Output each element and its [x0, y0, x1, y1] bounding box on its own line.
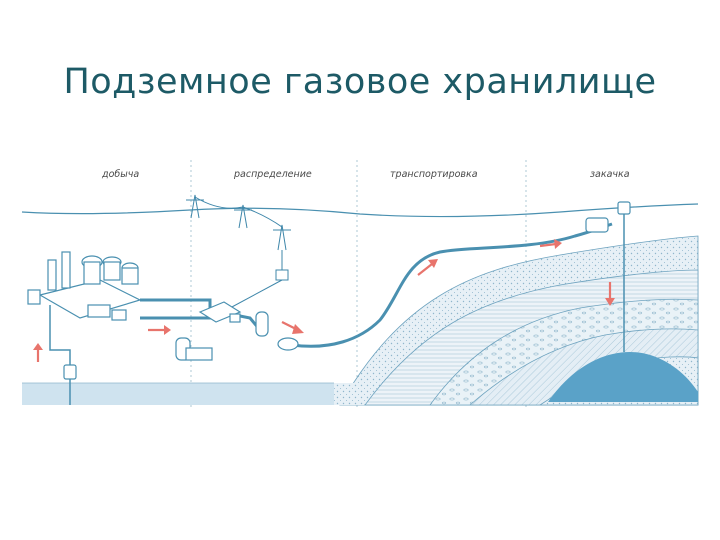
- power-line: [186, 194, 291, 309]
- storage-tank-icon: [255, 311, 269, 337]
- stage-label-extraction: добыча: [101, 169, 139, 180]
- power-tower-icon: [186, 194, 204, 219]
- gas-dome-icon: [548, 352, 698, 402]
- flow-arrows: [33, 239, 615, 362]
- pipeline-inlet: [277, 337, 299, 351]
- flow-arrow-icon: [605, 282, 615, 306]
- pump-icon: [63, 364, 77, 380]
- injection-well: [585, 201, 631, 352]
- wellhead: [617, 201, 631, 215]
- transport-pipeline: [291, 222, 613, 348]
- aquifer-band: [22, 383, 334, 405]
- stage-label-distribution: распределение: [233, 169, 312, 180]
- extraction-well: [49, 305, 77, 405]
- flow-arrow-icon: [281, 321, 304, 334]
- gas-storage-diagram: добыча распределение транспортировка зак…: [21, 160, 699, 410]
- power-tower-icon: [234, 204, 252, 229]
- aquifer-band-mid: [334, 383, 364, 405]
- page-title: Подземное газовое хранилище: [63, 62, 657, 102]
- surface-line: [21, 203, 699, 218]
- stage-label-transport: транспортировка: [390, 169, 478, 180]
- distribution-station: [175, 301, 299, 361]
- plant-pipes: [140, 298, 262, 331]
- stage-label-injection: закачка: [590, 169, 630, 180]
- flow-arrow-icon: [33, 343, 43, 362]
- flow-arrow-icon: [539, 239, 562, 249]
- flow-arrow-icon: [148, 325, 171, 335]
- compressor-station: [585, 217, 609, 233]
- flow-arrow-icon: [417, 259, 438, 276]
- power-tower-icon: [273, 224, 291, 251]
- factory-icon: [27, 251, 142, 321]
